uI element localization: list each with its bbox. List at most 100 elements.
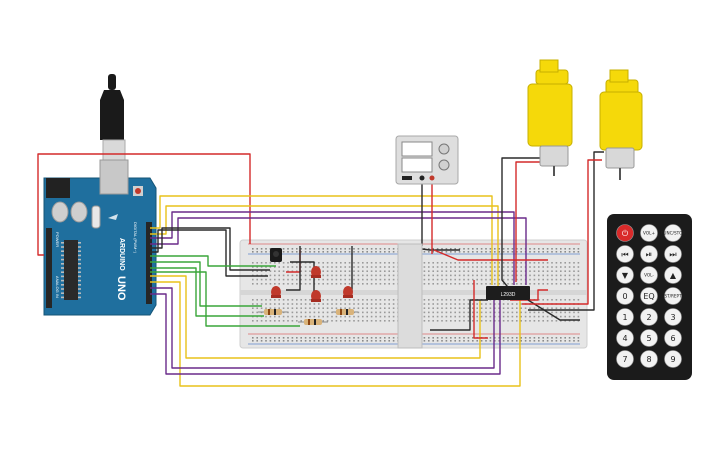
usb-port: [99, 159, 129, 195]
psu-terminal-negative[interactable]: [419, 175, 425, 181]
wire-bb-black-7[interactable]: [527, 299, 580, 321]
microcontroller-chip: [64, 240, 78, 300]
remote-button-8[interactable]: VOL-: [640, 266, 658, 284]
arduino-brand-text: ARDUINO: [118, 238, 125, 271]
remote-button-label: VOL-: [644, 273, 654, 278]
remote-button-19[interactable]: 7: [616, 350, 634, 368]
resistor-1: [258, 309, 288, 315]
wire-black-2[interactable]: [150, 229, 268, 277]
wire-black-1[interactable]: [150, 227, 270, 271]
remote-button-label: ▼: [622, 271, 629, 280]
usb-connector: [102, 139, 126, 163]
remote-button-16[interactable]: 4: [616, 329, 634, 347]
remote-button-label: ⏯: [646, 250, 652, 259]
wire-bb-red-2[interactable]: [473, 280, 488, 339]
remote-button-6[interactable]: ⏭: [664, 245, 682, 263]
usb-cable: [108, 74, 116, 90]
wire-green-2[interactable]: [150, 261, 262, 307]
remote-button-label: 8: [646, 355, 651, 364]
reset-button[interactable]: [135, 188, 141, 194]
wire-purple-2[interactable]: [150, 217, 527, 285]
wire-yellow-1[interactable]: [150, 195, 493, 285]
wire-ir-gnd[interactable]: [290, 261, 315, 296]
ir-receiver: [270, 248, 282, 262]
remote-button-2[interactable]: VOL+: [640, 224, 658, 242]
remote-button-3[interactable]: FUNC/STOP: [661, 224, 685, 242]
remote-button-5[interactable]: ⏯: [640, 245, 658, 263]
remote-button-label: 2: [646, 313, 651, 322]
remote-button-label: 6: [670, 334, 675, 343]
wire-5v-red[interactable]: [37, 153, 251, 256]
remote-button-7[interactable]: ▼: [616, 266, 634, 284]
wire-purple-4[interactable]: [150, 293, 501, 375]
remote-button-12[interactable]: ST/REPT: [664, 287, 682, 305]
led-1: [311, 266, 321, 278]
remote-buttons: ⏻ VOL+FUNC/STOP ⏮ ⏯ ⏭ ▼ VOL- ▲ 0 EQ ST/REPT 1 2 3 4 5 6 7…: [616, 224, 685, 368]
motor1-wire-red[interactable]: [515, 161, 546, 282]
psu-knob-voltage[interactable]: [438, 143, 450, 155]
wire-green-1[interactable]: [150, 255, 276, 267]
remote-button-label: 0: [622, 292, 627, 301]
remote-button-label: ⏻: [622, 229, 629, 238]
wire-yellow-4[interactable]: [150, 281, 521, 387]
remote-button-18[interactable]: 6: [664, 329, 682, 347]
psu-terminal-positive[interactable]: [429, 175, 435, 181]
remote-button-20[interactable]: 8: [640, 350, 658, 368]
wire-green-4[interactable]: [150, 271, 300, 327]
wire-green-3[interactable]: [150, 267, 264, 317]
wires: [37, 151, 604, 387]
psu-display-top: [401, 141, 433, 157]
motor2-wire-red[interactable]: [522, 159, 602, 305]
motor-driver-ic: L293D: [486, 286, 530, 300]
dc-motor-1: [527, 59, 573, 176]
led-3: [311, 290, 321, 302]
led-4: [343, 286, 353, 298]
wire-purple-1[interactable]: [150, 211, 515, 285]
remote-button-label: 3: [670, 313, 675, 322]
remote-button-label: 5: [646, 334, 651, 343]
remote-button-1[interactable]: ⏻: [616, 224, 634, 242]
psu-knob-current[interactable]: [438, 159, 450, 171]
resistor-3: [332, 309, 358, 315]
digital-header-label: DIGITAL (PWM~): [133, 222, 138, 254]
motor2-wire-black[interactable]: [528, 151, 604, 311]
arduino-board: ARDUINO UNO DIGITAL (PWM~) POWER ANALOG …: [43, 74, 157, 316]
led-2: [271, 286, 281, 298]
wire-purple-3[interactable]: [150, 287, 495, 369]
power-analog-header: [46, 228, 52, 308]
power-header-label: POWER: [55, 232, 60, 247]
remote-button-13[interactable]: 1: [616, 308, 634, 326]
remote-button-label: ST/REPT: [664, 294, 682, 299]
wire-yellow-2[interactable]: [150, 205, 499, 290]
remote-button-11[interactable]: EQ: [640, 287, 658, 305]
remote-button-14[interactable]: 2: [640, 308, 658, 326]
remote-button-10[interactable]: 0: [616, 287, 634, 305]
resistor-2: [298, 319, 328, 325]
remote-button-label: ⏮: [621, 250, 628, 259]
wire-bb-black-3[interactable]: [286, 246, 301, 291]
digital-header: [146, 222, 152, 304]
ir-remote: ⏻ VOL+FUNC/STOP ⏮ ⏯ ⏭ ▼ VOL- ▲ 0 EQ ST/REPT 1 2 3 4 5 6 7…: [607, 214, 692, 380]
remote-button-label: ⏭: [669, 250, 676, 259]
remote-button-9[interactable]: ▲: [664, 266, 682, 284]
remote-button-label: 7: [622, 355, 627, 364]
led-group: [271, 266, 353, 302]
remote-button-label: 1: [622, 313, 627, 322]
power-jack: [46, 178, 70, 198]
wire-bb-black-6[interactable]: [430, 299, 488, 331]
switch-module: [397, 243, 423, 349]
remote-button-17[interactable]: 5: [640, 329, 658, 347]
analog-header-label: ANALOG IN: [55, 276, 60, 298]
arduino-model-text: UNO: [115, 276, 127, 301]
remote-button-label: ▲: [670, 271, 677, 280]
remote-button-21[interactable]: 9: [664, 350, 682, 368]
remote-button-label: FUNC/STOP: [661, 231, 685, 236]
remote-button-label: 9: [670, 355, 675, 364]
power-supply: [395, 135, 459, 185]
driver-label: L293D: [501, 292, 516, 298]
remote-button-15[interactable]: 3: [664, 308, 682, 326]
wire-bb-red-1[interactable]: [433, 249, 548, 261]
remote-button-4[interactable]: ⏮: [616, 245, 634, 263]
remote-button-label: EQ: [643, 292, 654, 301]
